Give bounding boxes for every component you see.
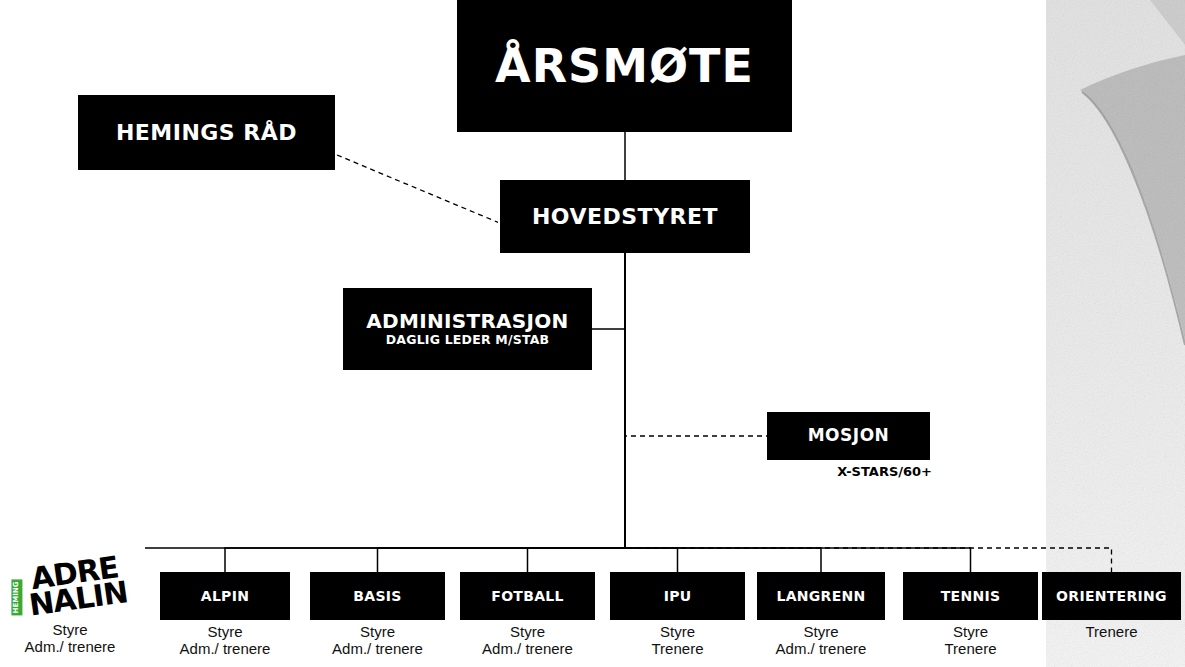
box-title: ALPIN <box>201 588 249 604</box>
box-title: MOSJON <box>808 426 890 446</box>
role-caption: Adm./ trenere <box>482 640 573 657</box>
connector-line <box>625 253 678 572</box>
box-title: HEMINGS RÅD <box>116 120 297 145</box>
caption-group: StyreAdm./ trenere <box>25 621 116 656</box>
box-title: TENNIS <box>941 588 1001 604</box>
connector-line <box>592 253 625 329</box>
section-box: BASISStyreAdm./ trenere <box>310 572 445 620</box>
box-title: IPU <box>664 588 692 604</box>
caption-group: StyreAdm./ trenere <box>332 623 423 658</box>
role-caption: Styre <box>180 623 271 640</box>
box-title: FOTBALL <box>491 588 563 604</box>
role-caption: Adm./ trenere <box>332 640 423 657</box>
box-title: ÅRSMØTE <box>495 40 754 93</box>
section-box: ALPINStyreAdm./ trenere <box>160 572 290 620</box>
role-caption: Styre <box>482 623 573 640</box>
box-subtitle: DAGLIG LEDER M/STAB <box>386 333 550 347</box>
section-box: IPUStyreTrenere <box>610 572 745 620</box>
admin-box: ADMINISTRASJONDAGLIG LEDER M/STAB <box>343 288 592 370</box>
photo-grain <box>1046 0 1185 667</box>
role-caption: Trenere <box>652 640 704 657</box>
subtitle: X-STARS/60+ <box>837 465 932 480</box>
exercise-box: MOSJONX-STARS/60+ <box>767 412 930 460</box>
connector-line <box>624 132 626 180</box>
connector-line <box>225 253 625 572</box>
section-box: TENNISStyreTrenere <box>903 572 1038 620</box>
role-caption: Styre <box>776 623 867 640</box>
role-caption: Styre <box>945 623 997 640</box>
section-box: ORIENTERINGTrenere <box>1042 572 1181 620</box>
section-box: LANGRENNStyreAdm./ trenere <box>757 572 885 620</box>
role-caption: Adm./ trenere <box>776 640 867 657</box>
dashed-connector <box>337 155 498 222</box>
connector-line <box>145 253 625 548</box>
logo-wordmark: ADRE NALIN <box>24 553 129 617</box>
box-title: HOVEDSTYRET <box>532 204 718 229</box>
role-caption: Trenere <box>945 640 997 657</box>
role-caption: Adm./ trenere <box>25 638 116 655</box>
role-caption: Adm./ trenere <box>180 640 271 657</box>
caption-group: StyreAdm./ trenere <box>180 623 271 658</box>
annual-meeting-box: ÅRSMØTE <box>457 0 792 132</box>
caption-group: Trenere <box>1086 623 1138 640</box>
caption-group: StyreAdm./ trenere <box>776 623 867 658</box>
connector-line <box>625 253 971 572</box>
caption-group: StyreTrenere <box>652 623 704 658</box>
role-caption: Styre <box>652 623 704 640</box>
caption-group: StyreTrenere <box>945 623 997 658</box>
box-title: ADMINISTRASJON <box>366 310 568 333</box>
board-box: HOVEDSTYRET <box>500 180 750 253</box>
adrenalin-logo: HEMINGADRE NALINStyreAdm./ trenere <box>5 548 155 618</box>
box-title: LANGRENN <box>776 588 865 604</box>
caption-group: StyreAdm./ trenere <box>482 623 573 658</box>
role-caption: Trenere <box>1086 623 1138 640</box>
logo-tag: HEMING <box>11 580 22 616</box>
caption-group: X-STARS/60+ <box>837 465 932 480</box>
dashed-connector <box>625 253 767 436</box>
box-title: ORIENTERING <box>1056 588 1167 604</box>
council-box: HEMINGS RÅD <box>78 95 335 170</box>
photo-ground <box>1046 0 1185 667</box>
section-box: FOTBALLStyreAdm./ trenere <box>460 572 595 620</box>
box-title: BASIS <box>353 588 401 604</box>
role-caption: Styre <box>25 621 116 638</box>
dashed-connector <box>625 253 1112 572</box>
role-caption: Styre <box>332 623 423 640</box>
